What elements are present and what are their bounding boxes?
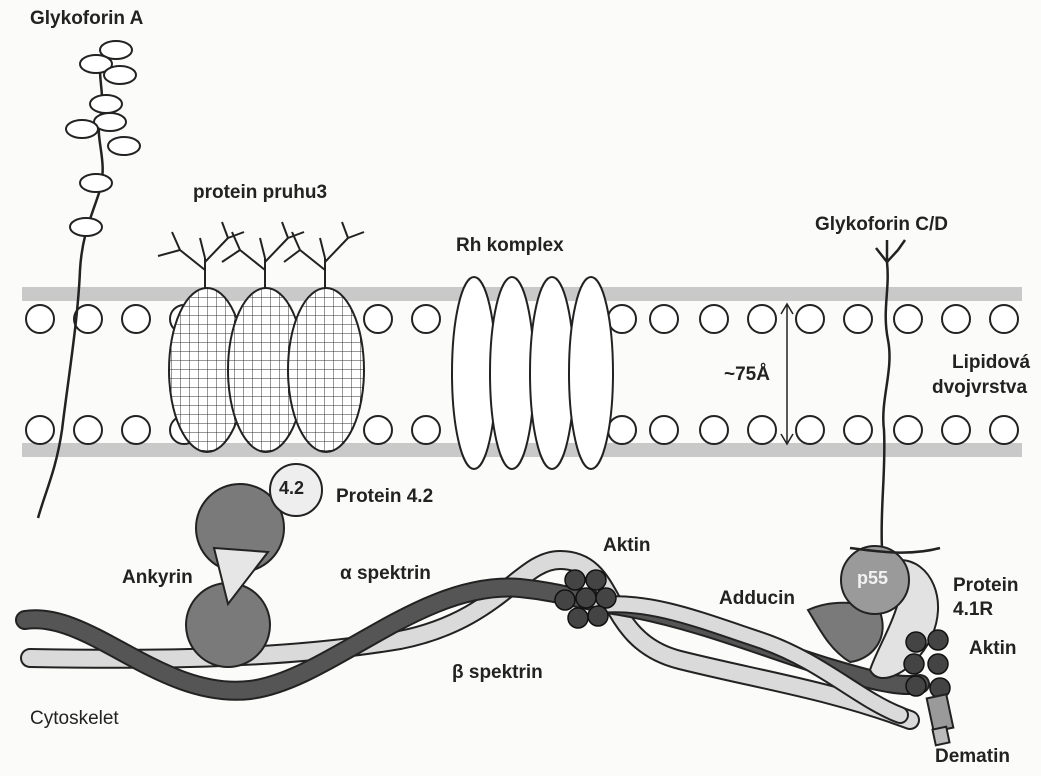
lipid-head — [990, 416, 1018, 444]
adducin-label: Adducin — [719, 588, 795, 611]
actin-top-label: Aktin — [603, 535, 651, 558]
ankyrin-label: Ankyrin — [122, 567, 193, 590]
lipid-bilayer-label-line2: dvojvrstva — [932, 377, 1027, 400]
glycophorin-cd — [876, 240, 905, 548]
lipid-head — [74, 416, 102, 444]
lipid-head — [26, 416, 54, 444]
glycophorin-a-sugars — [66, 41, 140, 236]
lipid-head — [412, 305, 440, 333]
band3-glycans — [158, 222, 364, 288]
lipid-head — [796, 305, 824, 333]
protein-4-1r-label-line2: 4.1R — [953, 599, 993, 622]
lipid-head — [942, 305, 970, 333]
rh-complex-label: Rh komplex — [456, 235, 564, 258]
lipid-head — [364, 416, 392, 444]
protein-4-1r-label-line1: Protein — [953, 575, 1018, 598]
protein-4-2-tag: 4.2 — [279, 478, 304, 500]
lipid-head — [894, 305, 922, 333]
lipid-head — [122, 305, 150, 333]
actin-right-label: Aktin — [969, 638, 1017, 661]
lipid-head — [748, 305, 776, 333]
lipid-head — [608, 305, 636, 333]
ankyrin — [186, 484, 284, 667]
lipid-head — [700, 305, 728, 333]
lipid-head — [700, 416, 728, 444]
rh-complex — [452, 277, 613, 469]
alpha-spectrin-label: α spektrin — [340, 563, 431, 586]
lipid-head — [650, 416, 678, 444]
cytoskeleton-label: Cytoskelet — [30, 708, 119, 731]
p55-label: p55 — [857, 568, 888, 590]
band3-proteins — [169, 288, 364, 452]
protein-4-2-label: Protein 4.2 — [336, 486, 433, 509]
lipid-head — [748, 416, 776, 444]
lipid-head — [844, 305, 872, 333]
lipid-head — [122, 416, 150, 444]
lipid-head — [412, 416, 440, 444]
lipid-head — [364, 305, 392, 333]
lipid-head — [942, 416, 970, 444]
lipid-head — [608, 416, 636, 444]
beta-spectrin-label: β spektrin — [452, 662, 543, 685]
lipid-head — [796, 416, 824, 444]
lipid-head — [26, 305, 54, 333]
glycophorin-cd-label: Glykoforin C/D — [815, 214, 948, 237]
lipid-head — [894, 416, 922, 444]
lipid-head — [650, 305, 678, 333]
thickness-label: ~75Å — [724, 364, 770, 387]
dematin — [927, 694, 954, 745]
band3-label: protein pruhu3 — [193, 182, 327, 205]
lipid-bilayer-label-line1: Lipidová — [952, 352, 1030, 375]
lipid-head — [844, 416, 872, 444]
dematin-label: Dematin — [935, 746, 1010, 769]
thickness-arrow — [781, 304, 793, 444]
lipid-head — [990, 305, 1018, 333]
glycophorin-a-label: Glykoforin A — [30, 8, 143, 31]
